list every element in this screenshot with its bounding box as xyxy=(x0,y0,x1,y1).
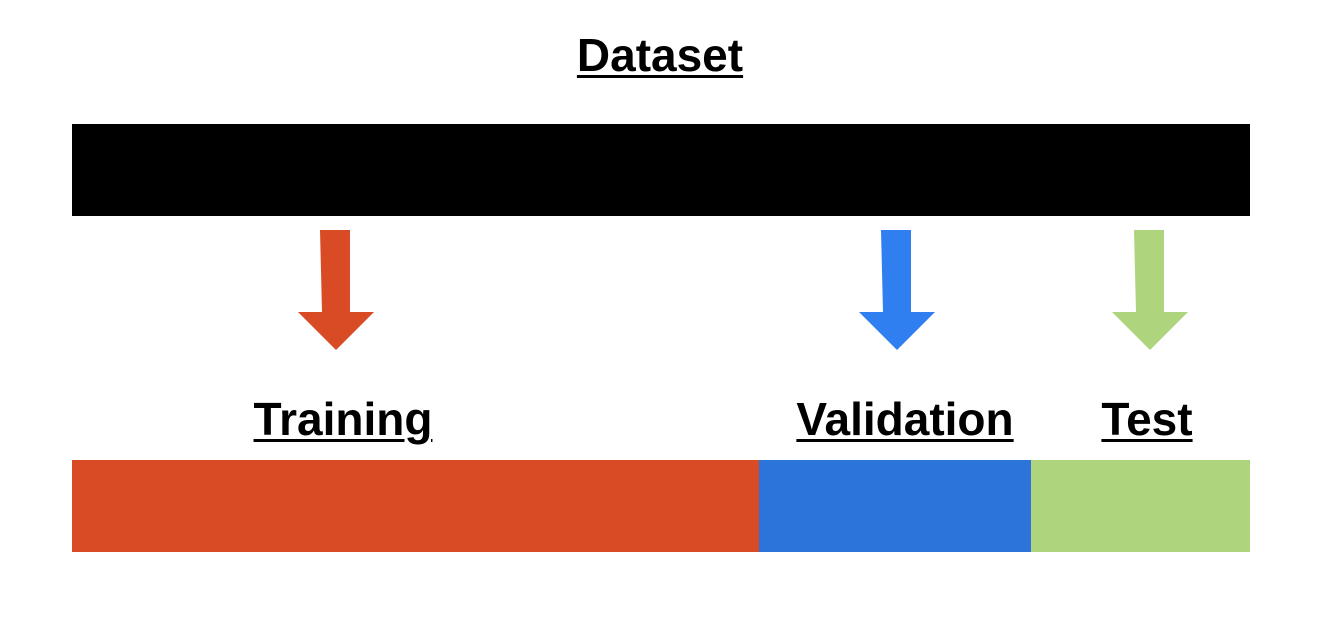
validation-segment xyxy=(758,460,1031,552)
test-down-arrow-icon xyxy=(1112,230,1188,350)
validation-label: Validation xyxy=(796,393,1014,445)
test-segment xyxy=(1030,460,1250,552)
split-bar xyxy=(72,460,1250,552)
training-segment xyxy=(72,460,759,552)
dataset-bar xyxy=(72,124,1250,216)
training-arrow-shape xyxy=(298,230,374,350)
test-arrow-shape xyxy=(1112,230,1188,350)
test-label: Test xyxy=(1101,393,1193,445)
validation-down-arrow-icon xyxy=(859,230,935,350)
training-down-arrow-icon xyxy=(298,230,374,350)
training-label: Training xyxy=(253,393,433,445)
dataset-title: Dataset xyxy=(576,29,744,81)
validation-arrow-shape xyxy=(859,230,935,350)
